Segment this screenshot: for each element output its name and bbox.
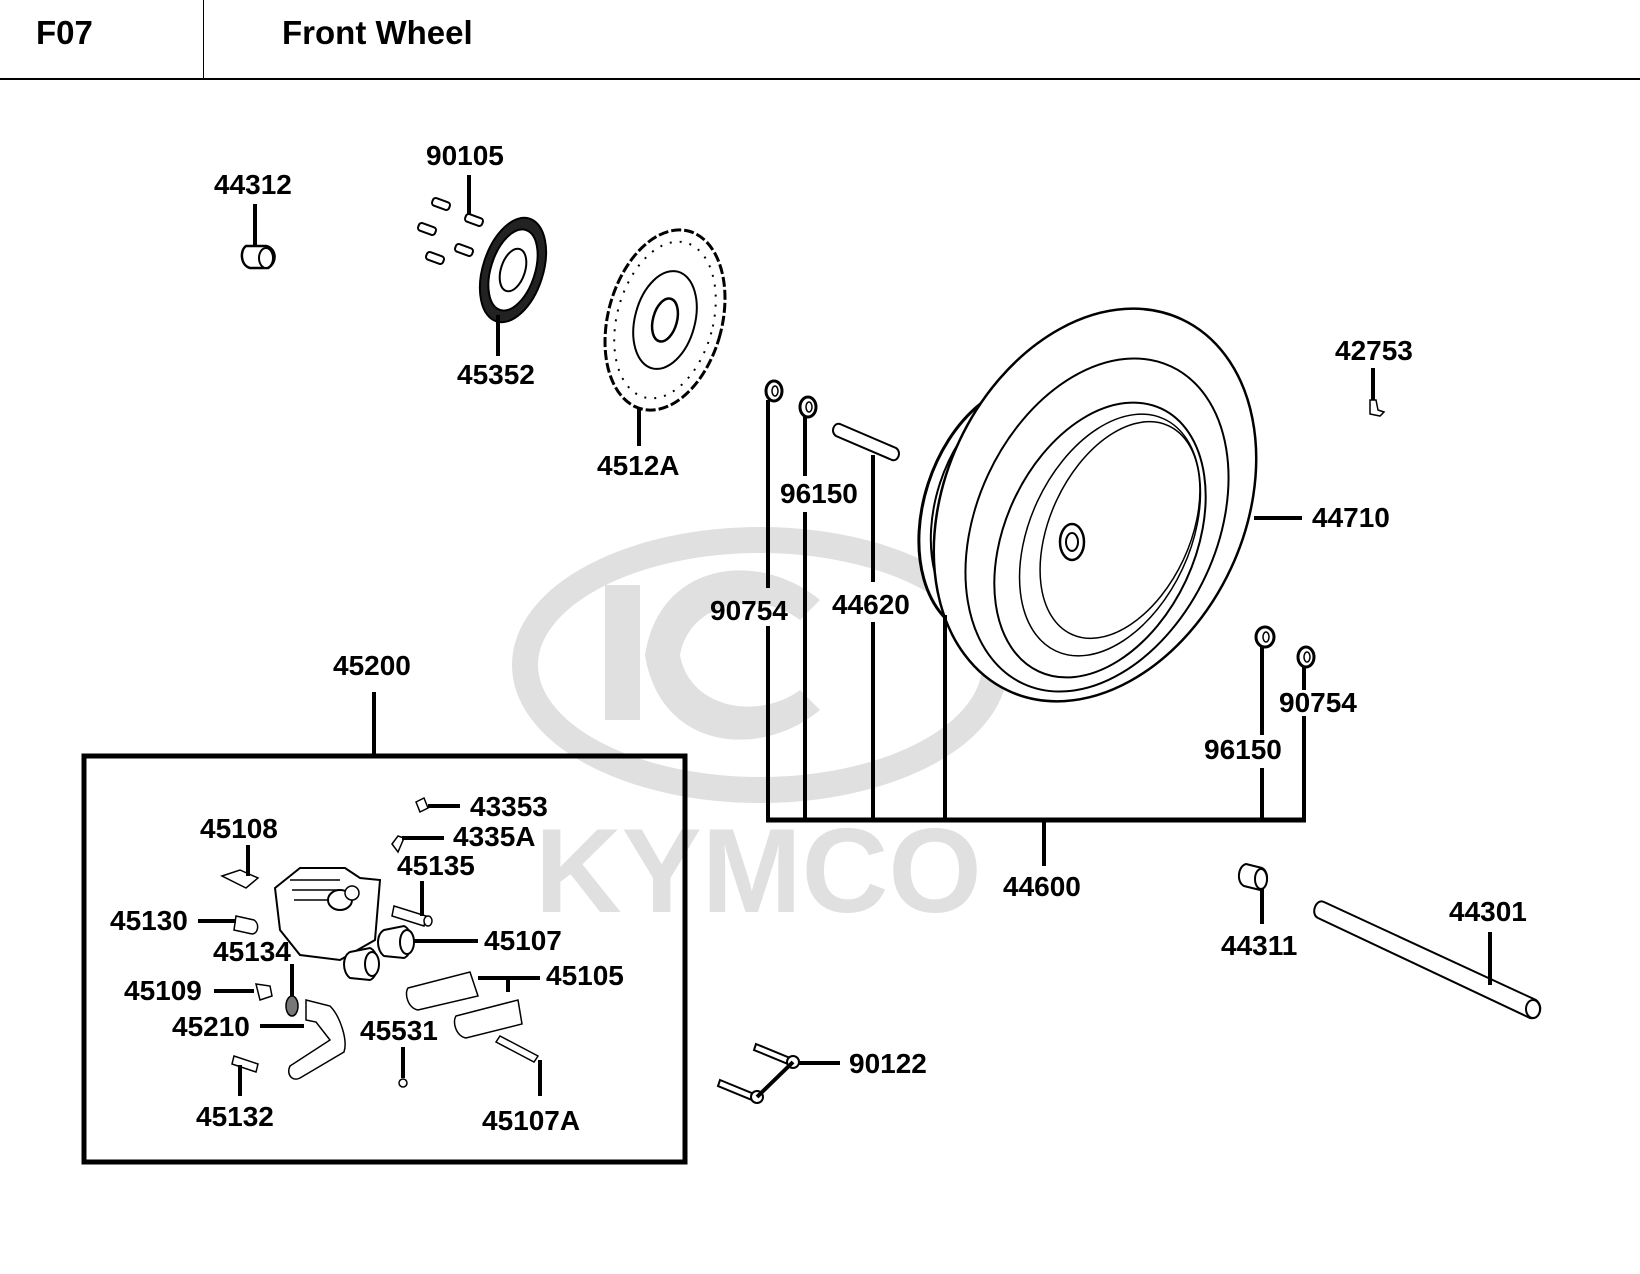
part-label: 45210: [172, 1011, 250, 1042]
part-label: 90754: [710, 595, 788, 626]
part-label: 45134: [213, 936, 291, 967]
part-45134[interactable]: 45134: [213, 936, 299, 1017]
part-45108[interactable]: 45108: [200, 813, 278, 889]
section-code: F07: [36, 14, 93, 51]
part-label: 45132: [196, 1101, 274, 1132]
part-label: 44600: [1003, 871, 1081, 902]
part-44311[interactable]: 44311: [1221, 862, 1297, 961]
part-44620[interactable]: 44620: [832, 422, 910, 820]
part-label: 4512A: [597, 450, 680, 481]
part-42753[interactable]: 42753: [1335, 335, 1413, 417]
part-label: 44312: [214, 169, 292, 200]
part-label: 45200: [333, 650, 411, 681]
part-label: 90105: [426, 140, 504, 171]
part-label: 45135: [397, 850, 475, 881]
part-43353[interactable]: 43353: [415, 791, 548, 822]
part-45200-caliper-assembly[interactable]: 45200: [81, 650, 688, 1165]
part-4512A[interactable]: 4512A: [586, 216, 744, 481]
part-45132[interactable]: 45132: [196, 1055, 274, 1132]
part-label: 45107A: [482, 1105, 580, 1136]
page-title: Front Wheel: [282, 14, 473, 51]
part-label: 44301: [1449, 896, 1527, 927]
part-45107[interactable]: 45107: [343, 924, 562, 982]
part-label: 90754: [1279, 687, 1357, 718]
part-4335A[interactable]: 4335A: [391, 821, 536, 854]
watermark-text: KYMCO: [535, 804, 982, 938]
part-label: 45130: [110, 905, 188, 936]
part-label: 96150: [780, 478, 858, 509]
caliper-body: [273, 867, 382, 962]
header-divider: [203, 0, 204, 78]
part-label: 45109: [124, 975, 202, 1006]
part-45531[interactable]: 45531: [360, 1015, 438, 1088]
part-label: 45105: [546, 960, 624, 991]
part-96150-left[interactable]: 96150: [780, 395, 858, 820]
part-label: 43353: [470, 791, 548, 822]
part-label: 45352: [457, 359, 535, 390]
part-45130[interactable]: 45130: [110, 905, 259, 936]
part-45105[interactable]: 45105: [405, 960, 624, 1039]
part-44301[interactable]: 44301: [1313, 896, 1542, 1020]
part-label: 90122: [849, 1048, 927, 1079]
part-label: 45531: [360, 1015, 438, 1046]
part-label: 4335A: [453, 821, 536, 852]
part-45109[interactable]: 45109: [124, 975, 273, 1006]
part-44710-wheel[interactable]: 44710: [872, 256, 1390, 754]
page-header: F07 Front Wheel: [0, 0, 1640, 80]
part-label: 44620: [832, 589, 910, 620]
part-label: 96150: [1204, 734, 1282, 765]
part-45135[interactable]: 45135: [391, 850, 475, 927]
part-label: 45108: [200, 813, 278, 844]
kymco-watermark: KYMCO: [512, 527, 1008, 938]
part-label: 44311: [1221, 930, 1297, 961]
part-label: 45107: [484, 925, 562, 956]
part-90122[interactable]: 90122: [716, 1042, 927, 1104]
part-45107A[interactable]: 45107A: [482, 1035, 580, 1136]
part-90105[interactable]: 90105: [417, 140, 504, 265]
part-90754-left[interactable]: 90754: [710, 379, 788, 820]
part-96150-right[interactable]: 96150: [1204, 625, 1282, 820]
part-45352[interactable]: 45352: [457, 209, 558, 390]
part-45210[interactable]: 45210: [172, 999, 346, 1080]
part-label: 42753: [1335, 335, 1413, 366]
part-44600-assembly[interactable]: 44600: [766, 817, 1306, 902]
part-44312[interactable]: 44312: [214, 169, 292, 270]
part-label: 44710: [1312, 502, 1390, 533]
part-90754-right[interactable]: 90754: [1279, 645, 1357, 820]
